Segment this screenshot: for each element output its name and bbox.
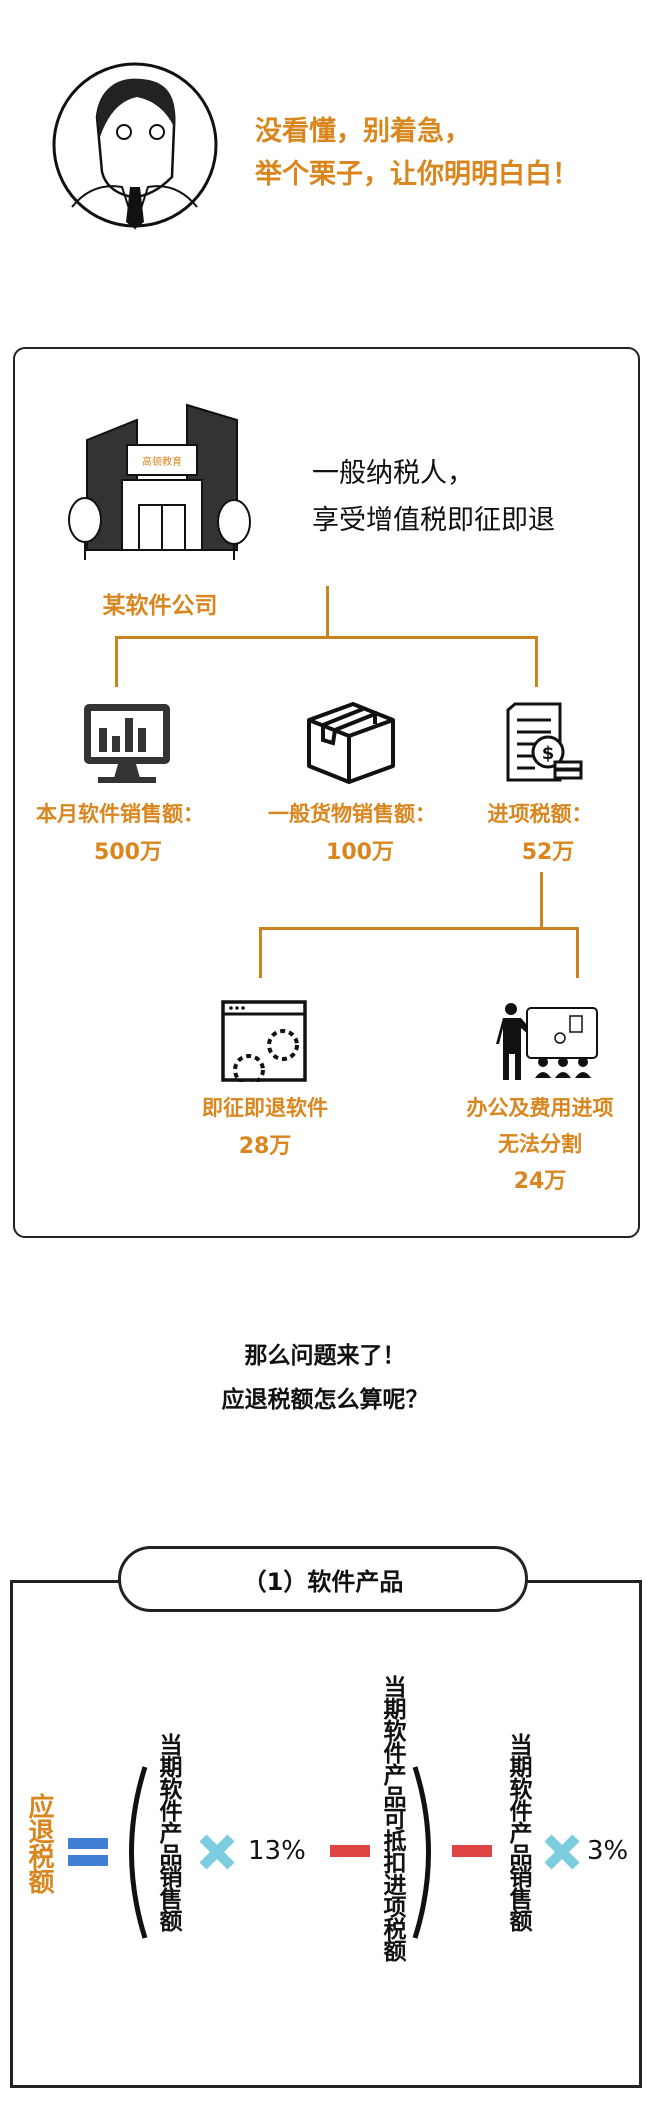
tree-connector [540, 872, 543, 929]
term-2: 当期软件产品可抵扣进项税额 [379, 1675, 405, 1961]
item-value: 500万 [94, 840, 162, 865]
tree-connector [259, 927, 262, 978]
gear-window-icon [221, 1000, 307, 1086]
formula-result: 应退税额 [24, 1793, 54, 1893]
times-icon [198, 1833, 236, 1875]
left-paren-icon [118, 1765, 148, 1944]
sub-item-label: 即征即退软件 [202, 1096, 328, 1120]
monitor-chart-icon [82, 702, 172, 788]
cartoon-avatar [52, 57, 219, 237]
tree-connector [535, 636, 538, 687]
intro-line-1: 没看懂，别着急， [255, 116, 471, 147]
item-value: 100万 [326, 840, 394, 865]
rate-1: 13% [248, 1836, 306, 1866]
equals-icon [68, 1838, 108, 1866]
rate-2: 3% [587, 1836, 629, 1866]
presentation-icon [495, 1002, 600, 1086]
formula-title: （1）软件产品 [242, 1567, 404, 1596]
sub-item-value: 28万 [238, 1134, 292, 1159]
question-line-1: 那么问题来了！ [244, 1343, 406, 1369]
item-label: 本月软件销售额： [36, 802, 204, 826]
company-label: 某软件公司 [102, 593, 218, 619]
question-line-2: 应退税额怎么算呢？ [221, 1386, 429, 1413]
tree-connector [259, 927, 579, 930]
term-3: 当期软件产品销售额 [505, 1733, 531, 1931]
sub-item-label-2: 无法分割 [498, 1132, 582, 1156]
tree-connector [576, 927, 579, 978]
item-label: 进项税额： [487, 802, 593, 826]
minus-icon [330, 1845, 370, 1857]
sign-text: 高顿教育 [142, 455, 182, 468]
right-paren-icon [412, 1765, 442, 1944]
term-1: 当期软件产品销售额 [155, 1733, 181, 1931]
svg-text:$: $ [542, 743, 555, 764]
invoice-dollar-icon: $ [505, 702, 585, 788]
sub-item-value: 24万 [513, 1169, 567, 1194]
question-text: 那么问题来了！ 应退税额怎么算呢？ [222, 1335, 429, 1422]
desc-line-2: 享受增值税即征即退 [312, 505, 555, 537]
tree-connector [326, 586, 329, 638]
tree-connector [115, 636, 538, 639]
item-label: 一般货物销售额： [268, 802, 436, 826]
formula-title-pill: （1）软件产品 [118, 1546, 528, 1612]
item-value: 52万 [521, 840, 575, 865]
company-description: 一般纳税人， 享受增值税即征即退 [312, 450, 555, 545]
example-panel [13, 347, 640, 1238]
sub-item-label: 办公及费用进项 [466, 1096, 614, 1120]
office-building-icon: 高顿教育 [67, 400, 252, 570]
package-box-icon [305, 702, 395, 788]
tree-connector [115, 636, 118, 687]
times-icon [543, 1833, 581, 1875]
intro-text: 没看懂，别着急， 举个栗子，让你明明白白！ [255, 110, 579, 196]
intro-line-2: 举个栗子，让你明明白白！ [255, 159, 579, 191]
minus-icon [452, 1845, 492, 1857]
desc-line-1: 一般纳税人， [312, 458, 474, 489]
